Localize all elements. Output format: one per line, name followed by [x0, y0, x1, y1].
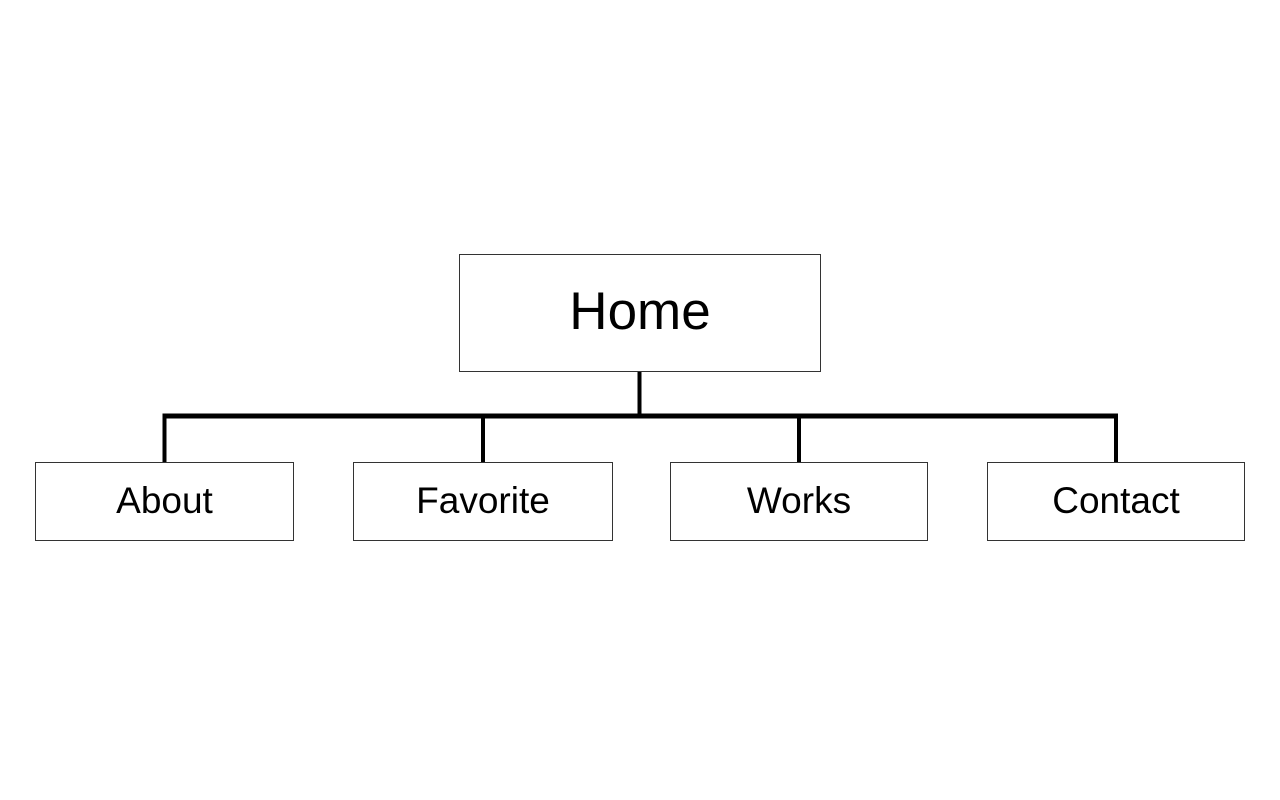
node-home: Home: [459, 254, 821, 372]
node-about-label: About: [116, 479, 213, 521]
node-contact-label: Contact: [1052, 479, 1180, 521]
node-works: Works: [670, 462, 928, 541]
node-home-label: Home: [569, 282, 711, 341]
node-favorite-label: Favorite: [416, 479, 550, 521]
node-works-label: Works: [746, 479, 852, 521]
node-favorite: Favorite: [353, 462, 613, 541]
node-contact: Contact: [987, 462, 1245, 541]
node-about: About: [35, 462, 294, 541]
